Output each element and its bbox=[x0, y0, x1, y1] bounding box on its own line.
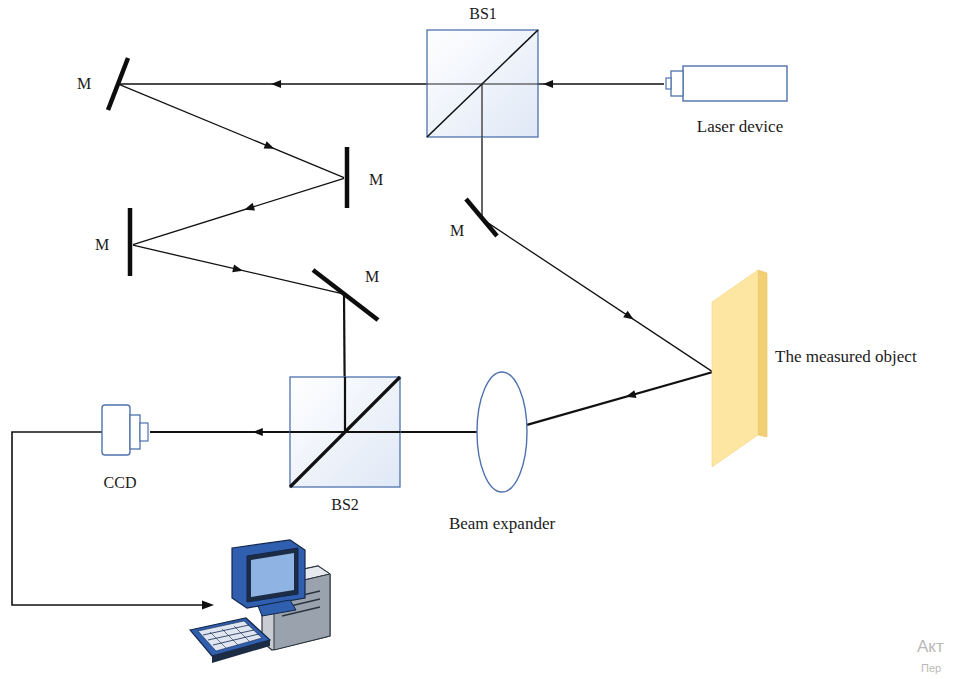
beam-line bbox=[133, 245, 343, 294]
arrowhead bbox=[232, 264, 243, 272]
light-beam bbox=[119, 80, 427, 88]
arrowhead bbox=[626, 390, 637, 398]
beam-line bbox=[150, 431, 290, 433]
element-symbol bbox=[420, 24, 545, 144]
element-label: BS2 bbox=[331, 496, 359, 514]
light-beam bbox=[119, 84, 344, 177]
signal-wire bbox=[12, 432, 214, 610]
light-beam bbox=[482, 137, 483, 218]
arrowhead bbox=[264, 141, 275, 149]
arrowhead bbox=[244, 203, 255, 211]
mirror-symbol bbox=[345, 147, 350, 208]
beam-path bbox=[290, 377, 400, 432]
laser-body bbox=[683, 66, 787, 101]
ccd-lens bbox=[140, 423, 148, 441]
arrowhead bbox=[271, 80, 281, 88]
beam-splitter-cube bbox=[427, 30, 538, 137]
watermark-text: Акт bbox=[917, 637, 944, 657]
element-label: M bbox=[95, 236, 109, 254]
element-label: M bbox=[450, 222, 464, 240]
optical-element: CCD bbox=[100, 403, 150, 457]
optical-element: BS1 bbox=[427, 30, 538, 137]
laser-head bbox=[671, 71, 683, 96]
beam-line bbox=[119, 84, 344, 177]
splitter-diagonal bbox=[427, 30, 538, 137]
watermark-text: Пер bbox=[921, 662, 941, 674]
optical-element: M bbox=[481, 218, 483, 220]
mirror-symbol bbox=[108, 58, 128, 110]
element-label: BS1 bbox=[469, 5, 497, 23]
element-symbol bbox=[460, 193, 504, 243]
ccd-mount bbox=[130, 415, 140, 449]
computer-icon bbox=[190, 540, 330, 663]
light-beam bbox=[133, 178, 344, 244]
beam-path bbox=[427, 84, 538, 137]
optical-element: Laser device bbox=[664, 63, 790, 103]
splitter-diagonal bbox=[290, 377, 400, 487]
optical-element: M bbox=[344, 177, 346, 179]
light-beam bbox=[133, 245, 343, 294]
element-label: M bbox=[365, 268, 379, 286]
beam-line bbox=[481, 137, 482, 218]
element-symbol bbox=[100, 52, 135, 117]
light-beam bbox=[527, 372, 712, 425]
element-symbol bbox=[284, 371, 406, 493]
element-symbol bbox=[124, 202, 138, 282]
element-label: M bbox=[77, 75, 91, 93]
mirror-symbol bbox=[128, 208, 133, 276]
element-symbol bbox=[96, 398, 154, 462]
light-beam bbox=[400, 432, 477, 433]
element-label: The measured object bbox=[775, 348, 917, 367]
element-label: Laser device bbox=[697, 118, 783, 137]
optical-element: The measured object bbox=[712, 270, 768, 467]
optical-element: M bbox=[343, 293, 345, 295]
ccd-body bbox=[102, 405, 130, 455]
beam-line bbox=[527, 372, 712, 425]
beam-line bbox=[343, 295, 346, 377]
object-face bbox=[712, 270, 758, 467]
element-symbol bbox=[472, 367, 532, 497]
light-beam bbox=[150, 428, 290, 436]
element-label: Beam expander bbox=[449, 515, 555, 534]
beam-line bbox=[483, 220, 712, 372]
mirror-symbol bbox=[466, 199, 497, 236]
element-symbol bbox=[340, 142, 354, 214]
light-beam bbox=[344, 295, 346, 377]
object-side bbox=[758, 270, 767, 437]
beam-line bbox=[538, 83, 664, 84]
arrowhead bbox=[543, 80, 553, 88]
beam-line bbox=[400, 431, 477, 433]
arrowhead bbox=[623, 311, 634, 320]
arrowhead bbox=[253, 428, 263, 436]
lens-outline bbox=[477, 372, 527, 492]
element-symbol bbox=[660, 58, 794, 108]
optical-element: BS2 bbox=[290, 377, 400, 487]
beam-splitter-cube bbox=[290, 377, 400, 487]
optical-element: M bbox=[131, 244, 133, 246]
element-symbol bbox=[706, 264, 774, 474]
light-beam bbox=[483, 220, 712, 372]
optical-element: Beam expander bbox=[477, 372, 527, 492]
optical-element: M bbox=[117, 83, 119, 85]
element-label: CCD bbox=[104, 474, 137, 492]
laser-aperture bbox=[666, 78, 671, 89]
beam-line bbox=[133, 178, 344, 244]
light-beam bbox=[538, 80, 664, 88]
element-label: M bbox=[369, 171, 383, 189]
